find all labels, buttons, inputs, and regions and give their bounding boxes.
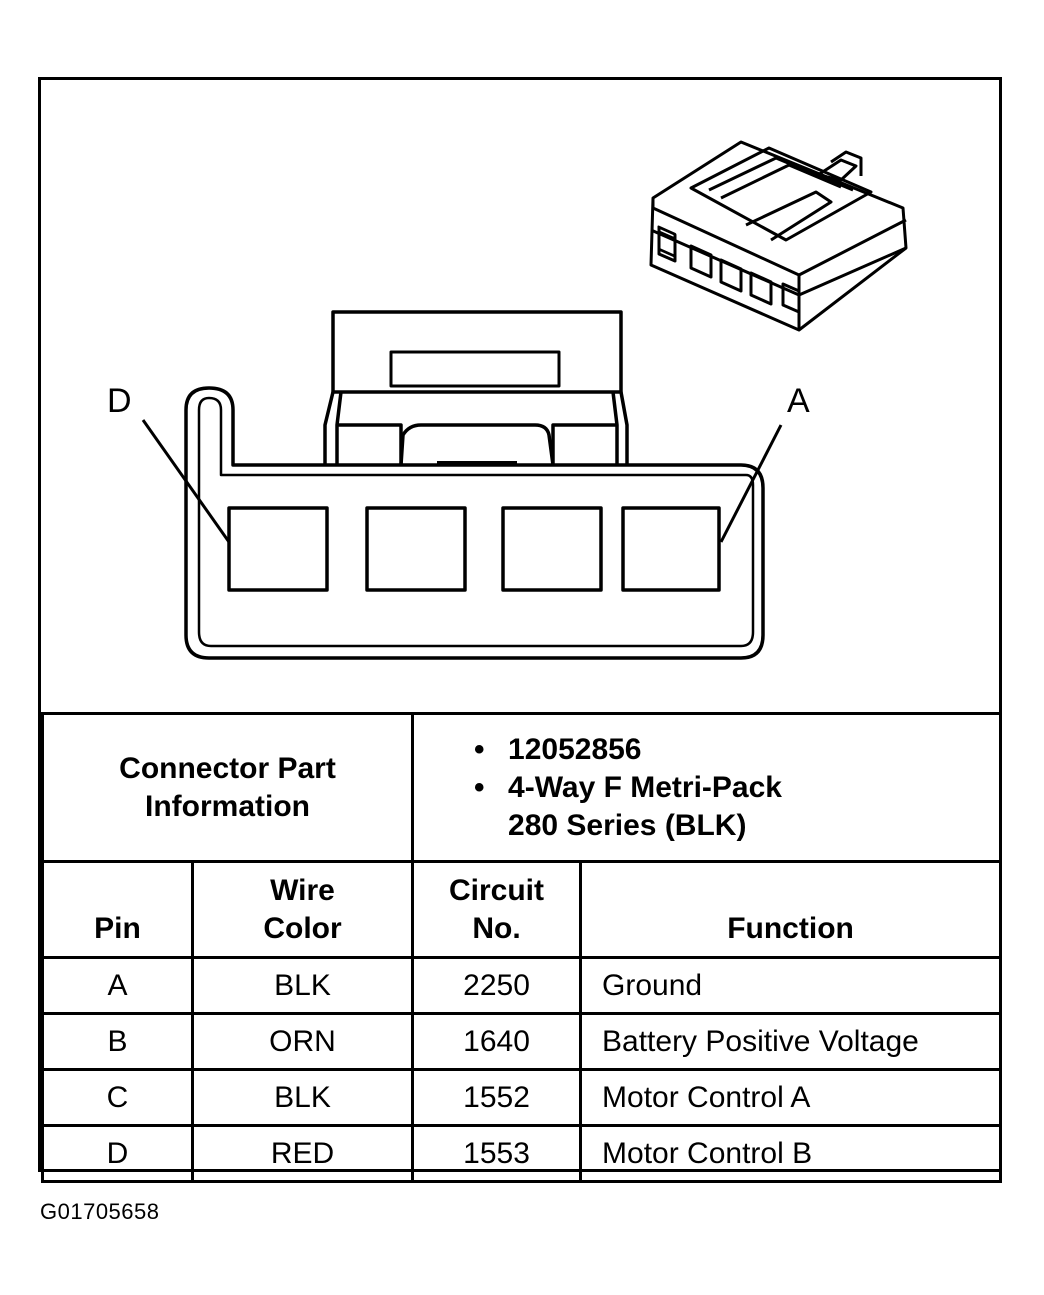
figure-id: G01705658	[40, 1199, 160, 1224]
connector-part-info-row: Connector Part Information •12052856 •4-…	[40, 712, 1003, 863]
table-row: D RED 1553 Motor Control B	[41, 1124, 1003, 1183]
pin-cavity-a	[621, 506, 721, 592]
pin-cavity-b	[501, 506, 603, 592]
function-cell: Motor Control B	[579, 1124, 1003, 1183]
pin-cavity-c	[365, 506, 467, 592]
pin-cell: A	[41, 956, 194, 1015]
connector-face-view	[141, 140, 908, 660]
connector-figure-frame: D A Connector Part Information •12052856…	[38, 77, 1003, 1183]
wire-color-cell: BLK	[190, 956, 415, 1015]
circuit-cell: 1552	[411, 1068, 583, 1127]
function-cell: Battery Positive Voltage	[579, 1012, 1003, 1071]
connector-part-info-values: •12052856 •4-Way F Metri-Pack 280 Series…	[411, 712, 1003, 863]
pin-cell: D	[41, 1124, 194, 1183]
pin-cell: C	[41, 1068, 194, 1127]
wire-color-cell: RED	[190, 1124, 415, 1183]
wire-color-cell: ORN	[190, 1012, 415, 1071]
connector-description: •4-Way F Metri-Pack	[474, 770, 782, 804]
function-cell: Motor Control A	[579, 1068, 1003, 1127]
table-row: B ORN 1640 Battery Positive Voltage	[41, 1012, 1003, 1071]
pin-cell: B	[41, 1012, 194, 1071]
pin-a-leader-line	[719, 424, 783, 543]
function-cell: Ground	[579, 956, 1003, 1015]
circuit-cell: 1553	[411, 1124, 583, 1183]
connector-face	[141, 310, 783, 660]
connector-diagram: D A	[41, 80, 999, 712]
table-row: C BLK 1552 Motor Control A	[41, 1068, 1003, 1127]
wire-color-cell: BLK	[190, 1068, 415, 1127]
pin-a-label: A	[787, 382, 810, 420]
pin-column-header: Pin	[41, 860, 194, 959]
connector-part-info-label: Connector Part Information	[40, 712, 415, 863]
part-number: •12052856	[474, 732, 642, 766]
circuit-cell: 1640	[411, 1012, 583, 1071]
pin-d-leader-line	[141, 419, 231, 543]
connector-pinout-table: Connector Part Information •12052856 •4-…	[40, 712, 1003, 1183]
pin-cavity-d	[227, 506, 329, 592]
circuit-cell: 2250	[411, 956, 583, 1015]
table-row: A BLK 2250 Ground	[41, 956, 1003, 1015]
pin-d-label: D	[107, 382, 132, 420]
function-column-header: Function	[579, 860, 1003, 959]
connector-isometric-icon	[649, 140, 908, 332]
